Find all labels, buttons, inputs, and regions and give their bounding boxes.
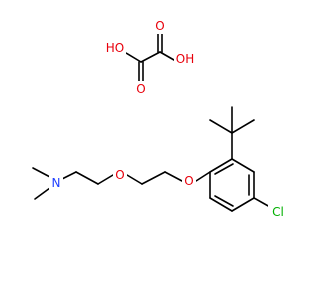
bond-ch2-o2 — [164, 171, 183, 182]
bond-n-methyl-top — [32, 167, 53, 179]
ring-inner-bond-1 — [214, 163, 234, 175]
bond-ch2-ch2-b — [141, 171, 166, 185]
bond-ring-cl — [253, 197, 271, 208]
carbonyl-oxygen-right-label: O — [155, 19, 164, 33]
nitrogen-label: N — [52, 176, 61, 190]
bond-n-methyl-bottom — [34, 187, 51, 200]
ho-label: HO — [106, 41, 124, 55]
ring-bond-4 — [231, 197, 255, 212]
oxalic-acid-molecule: HO OH O O — [104, 18, 196, 97]
bond-c1-c2 — [140, 51, 161, 63]
bond-ch2-o1 — [97, 174, 114, 185]
chlorine-label: Cl — [272, 205, 284, 219]
ring-bond-5 — [209, 197, 233, 212]
carbonyl-oxygen-left-label: O — [136, 82, 145, 96]
bond-o1-ch2 — [126, 174, 143, 185]
bond-ch2-ch2-a — [75, 171, 99, 185]
ether-oxygen-2-label: O — [184, 174, 193, 188]
chemical-structure-diagram: HO OH O O — [32, 18, 288, 220]
bond-c2-oh — [159, 51, 175, 61]
ether-oxygen-1-label: O — [115, 168, 124, 182]
bond-tbutyl-methyl-right — [231, 119, 255, 134]
bond-tbutyl-methyl-left — [209, 119, 233, 134]
bond-c1-oh — [125, 52, 142, 63]
amine-ether-molecule: N O O Cl — [32, 106, 288, 220]
oh-label: OH — [176, 52, 194, 66]
ring-bond-1 — [209, 158, 233, 173]
ring-inner-bond-3 — [214, 195, 234, 207]
bond-o2-ring — [195, 171, 211, 182]
ring-bond-2 — [231, 158, 255, 173]
